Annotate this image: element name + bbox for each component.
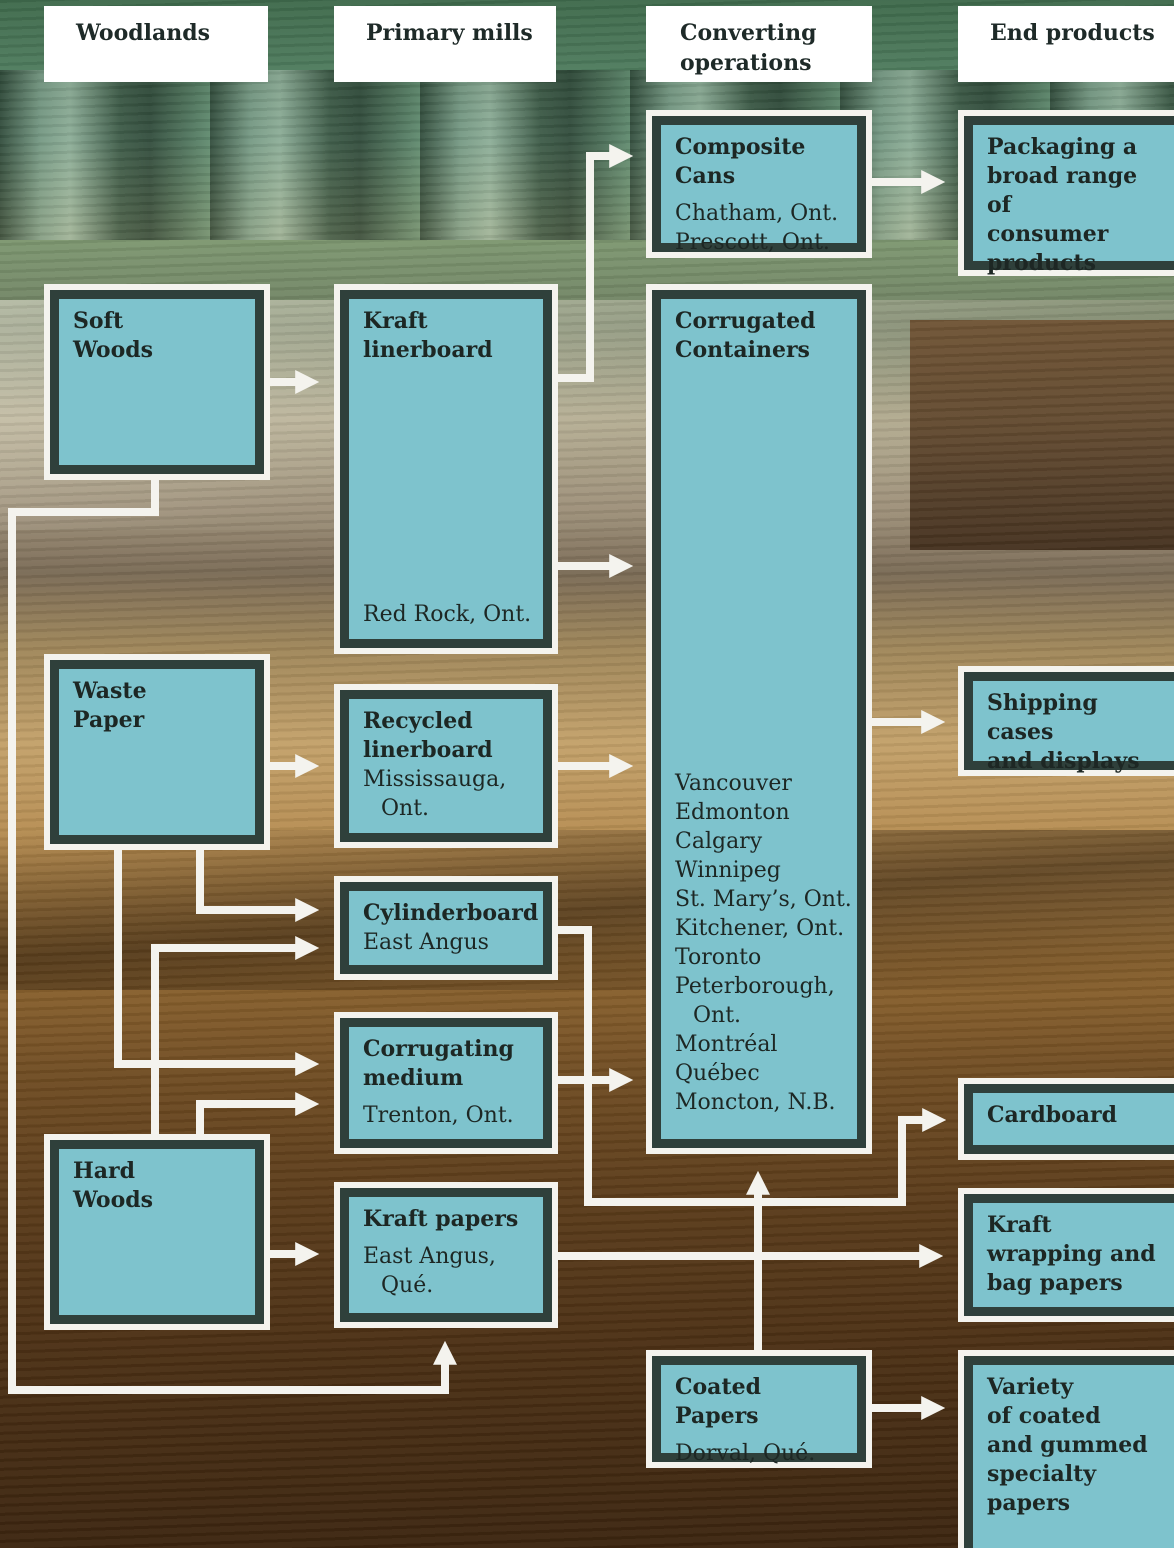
kraft-papers-title: Kraft papers (363, 1205, 529, 1234)
location-toronto: Toronto (675, 943, 852, 972)
box-waste-paper-body: Waste Paper (59, 669, 255, 835)
location-kitchener: Kitchener, Ont. (675, 914, 852, 943)
box-kraft-papers: Kraft papers East Angus, Qué. (334, 1182, 558, 1328)
coated-papers-location: Dorval, Qué. (675, 1439, 843, 1468)
box-cardboard-body: Cardboard (973, 1093, 1174, 1145)
waste-paper-line2: Paper (73, 706, 241, 735)
box-composite-cans: Composite Cans Chatham, Ont. Prescott, O… (646, 110, 872, 258)
soft-woods-line2: Woods (73, 336, 241, 365)
kraft-linerboard-location: Red Rock, Ont. (363, 600, 531, 629)
box-recycled-linerboard: Recycled linerboard Mississauga, Ont. (334, 684, 558, 848)
corrugating-medium-title-line1: Corrugating (363, 1035, 529, 1064)
header-end-products: End products (958, 6, 1174, 82)
kraft-linerboard-title-line1: Kraft (363, 307, 529, 336)
box-soft-woods-body: Soft Woods (59, 299, 255, 465)
box-variety-papers-body: Variety of coated and gummed specialty p… (973, 1365, 1174, 1548)
variety-line3: and gummed (987, 1431, 1160, 1460)
location-winnipeg: Winnipeg (675, 856, 852, 885)
kraft-papers-location-line1: East Angus, (363, 1242, 529, 1271)
kraft-linerboard-title-line2: linerboard (363, 336, 529, 365)
kraft-papers-location-line2: Qué. (363, 1271, 529, 1300)
location-moncton: Moncton, N.B. (675, 1088, 852, 1117)
box-shipping-cases-body: Shipping cases and displays (973, 681, 1174, 761)
box-hard-woods: Hard Woods (44, 1134, 270, 1330)
cylinderboard-title: Cylinderboard (363, 899, 529, 928)
corrugated-containers-location-list: Vancouver Edmonton Calgary Winnipeg St. … (675, 769, 852, 1117)
location-vancouver: Vancouver (675, 769, 852, 798)
box-kraft-linerboard-body: Kraft linerboard Red Rock, Ont. (349, 299, 543, 639)
header-converting-operations: Converting operations (646, 6, 872, 82)
cardboard-label: Cardboard (987, 1101, 1160, 1130)
location-calgary: Calgary (675, 827, 852, 856)
arrow-wastepaper-corrugating (118, 845, 308, 1064)
kraft-wrapping-line2: wrapping and (987, 1240, 1160, 1269)
box-shipping-cases: Shipping cases and displays (958, 666, 1174, 776)
box-soft-woods: Soft Woods (44, 284, 270, 480)
box-corrugating-medium-body: Corrugating medium Trenton, Ont. (349, 1027, 543, 1139)
location-montreal: Montréal (675, 1030, 852, 1059)
arrow-wastepaper-cylinderboard (200, 845, 308, 910)
box-packaging-products: Packaging a broad range of consumer prod… (958, 110, 1174, 276)
header-woodlands: Woodlands (44, 6, 268, 82)
box-composite-cans-body: Composite Cans Chatham, Ont. Prescott, O… (661, 125, 857, 243)
box-hard-woods-body: Hard Woods (59, 1149, 255, 1315)
arrow-kraftlinerboard-compositecans (548, 156, 622, 378)
packaging-line3: consumer (987, 220, 1160, 249)
variety-line1: Variety (987, 1373, 1160, 1402)
box-corrugated-containers: Corrugated Containers Vancouver Edmonton… (646, 284, 872, 1154)
box-recycled-linerboard-body: Recycled linerboard Mississauga, Ont. (349, 699, 543, 833)
box-variety-papers: Variety of coated and gummed specialty p… (958, 1350, 1174, 1548)
location-st-marys: St. Mary’s, Ont. (675, 885, 852, 914)
hard-woods-line2: Woods (73, 1186, 241, 1215)
box-kraft-wrapping: Kraft wrapping and bag papers (958, 1188, 1174, 1322)
recycled-linerboard-location-line2: Ont. (363, 794, 529, 823)
location-peterborough-province: Ont. (675, 1001, 852, 1030)
composite-cans-location-2: Prescott, Ont. (675, 228, 843, 257)
packaging-line4: products (987, 249, 1160, 278)
box-kraft-wrapping-body: Kraft wrapping and bag papers (973, 1203, 1174, 1307)
recycled-linerboard-location-line1: Mississauga, (363, 765, 529, 794)
packaging-line2: broad range of (987, 162, 1160, 220)
cylinderboard-location: East Angus (363, 928, 529, 957)
box-coated-papers-body: Coated Papers Dorval, Qué. (661, 1365, 857, 1453)
packaging-line1: Packaging a (987, 133, 1160, 162)
variety-line5: papers (987, 1489, 1160, 1518)
header-primary-mills: Primary mills (334, 6, 556, 82)
shipping-line2: and displays (987, 747, 1160, 776)
corrugated-containers-title-line2: Containers (675, 336, 843, 365)
composite-cans-title: Composite Cans (675, 133, 843, 191)
box-waste-paper: Waste Paper (44, 654, 270, 850)
box-packaging-products-body: Packaging a broad range of consumer prod… (973, 125, 1174, 261)
box-kraft-papers-body: Kraft papers East Angus, Qué. (349, 1197, 543, 1313)
header-converting-line1: Converting (680, 18, 856, 48)
kraft-wrapping-line1: Kraft (987, 1211, 1160, 1240)
box-cardboard: Cardboard (958, 1078, 1174, 1160)
box-coated-papers: Coated Papers Dorval, Qué. (646, 1350, 872, 1468)
recycled-linerboard-title-line2: linerboard (363, 736, 529, 765)
box-kraft-linerboard: Kraft linerboard Red Rock, Ont. (334, 284, 558, 654)
header-converting-line2: operations (680, 48, 856, 78)
coated-papers-title: Coated Papers (675, 1373, 843, 1431)
arrow-hardwoods-cylinderboard (155, 948, 308, 1138)
composite-cans-location-1: Chatham, Ont. (675, 199, 843, 228)
corrugating-medium-location: Trenton, Ont. (363, 1101, 529, 1130)
variety-line4: specialty (987, 1460, 1160, 1489)
shipping-line1: Shipping cases (987, 689, 1160, 747)
recycled-linerboard-title-line1: Recycled (363, 707, 529, 736)
box-corrugated-containers-body: Corrugated Containers Vancouver Edmonton… (661, 299, 857, 1139)
box-corrugating-medium: Corrugating medium Trenton, Ont. (334, 1012, 558, 1154)
arrow-hardwoods-corrugating (200, 1104, 308, 1138)
hard-woods-line1: Hard (73, 1157, 241, 1186)
soft-woods-line1: Soft (73, 307, 241, 336)
variety-line2: of coated (987, 1402, 1160, 1431)
location-edmonton: Edmonton (675, 798, 852, 827)
box-cylinderboard-body: Cylinderboard East Angus (349, 891, 543, 965)
kraft-wrapping-line3: bag papers (987, 1269, 1160, 1298)
location-peterborough: Peterborough, (675, 972, 852, 1001)
corrugating-medium-title-line2: medium (363, 1064, 529, 1093)
box-cylinderboard: Cylinderboard East Angus (334, 876, 558, 980)
location-quebec: Québec (675, 1059, 852, 1088)
corrugated-containers-title-line1: Corrugated (675, 307, 843, 336)
waste-paper-line1: Waste (73, 677, 241, 706)
